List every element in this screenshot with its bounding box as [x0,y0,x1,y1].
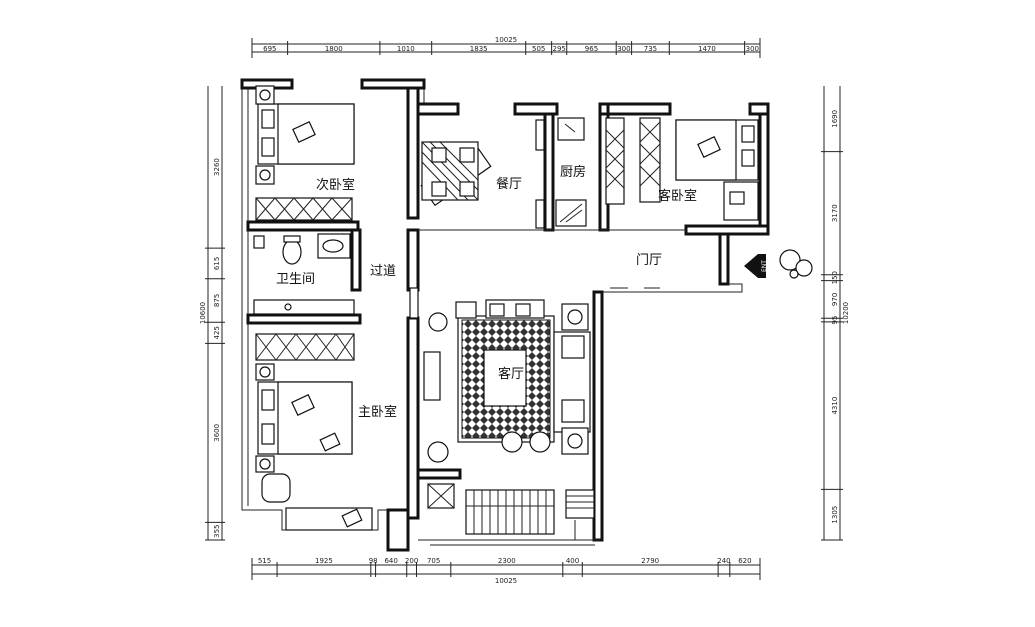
dim-top-segment-label: 295 [552,45,565,53]
label-corridor: 过道 [370,264,396,279]
dim-top-segment-label: 1010 [397,45,415,53]
room-labels: 次卧室 卫生间 过道 餐厅 厨房 客卧室 门厅 客厅 主卧室 [276,164,697,420]
dim-right-segment-label: 1690 [831,110,839,128]
dim-bottom-segment-label: 1925 [315,557,333,565]
dim-bottom-segment-label: 640 [384,557,397,565]
second-bedroom-furniture [255,85,355,221]
dim-top-segment-label: 1800 [325,45,343,53]
entry-label: ENT [761,260,768,272]
dim-bottom-segment-label: 620 [738,557,751,565]
label-second-bedroom: 次卧室 [316,177,355,193]
dim-right-segment-label: 95 [831,316,839,325]
dim-top-segment-label: 1470 [698,45,716,53]
top-dimension-chain: 10025 695 1800 1010 1835 505 295 965 300 735 1470… [251,36,761,58]
label-foyer: 门厅 [636,253,662,268]
left-dimension-chain: 10600 3260 615 875 425 3600 355 [199,86,225,541]
dim-bottom-total: 10025 [495,577,517,585]
bottom-dimension-chain: 10025 515 1925 98 640 200 705 2300 400 2790 240 62… [251,557,761,585]
dim-right-segment-label: 3170 [831,204,839,222]
dim-bottom-segment-label: 515 [258,557,271,565]
dim-top-segment-label: 300 [617,45,630,53]
master-bedroom-furniture [255,333,373,531]
walls [240,78,770,552]
right-dimension-chain: 10200 1690 3170 150 970 95 4310 1305 [821,86,850,541]
kitchen-fixtures [555,117,661,227]
wardrobe-second-bedroom [255,197,353,221]
dim-top-segment-label: 735 [644,45,657,53]
dim-left-segment-label: 875 [213,294,221,307]
label-guest-bedroom: 客卧室 [658,188,697,204]
dim-left-segment-label: 3600 [213,424,221,442]
dim-bottom-segment-label: 2300 [498,557,516,565]
dim-left-segment-label: 425 [213,326,221,339]
label-bathroom: 卫生间 [276,272,315,287]
dim-top-segment-label: 300 [746,45,759,53]
label-master-bedroom: 主卧室 [358,404,397,420]
wardrobe-master-bedroom [255,333,355,361]
dim-top-segment-label: 965 [585,45,598,53]
label-dining: 餐厅 [496,176,522,192]
dim-bottom-segment-label: 200 [405,557,418,565]
dim-right-segment-label: 150 [831,271,839,284]
bathroom-fixtures [253,233,355,315]
dim-left-segment-label: 615 [213,257,221,270]
dim-right-segment-label: 4310 [831,397,839,415]
dim-top-segment-label: 1835 [470,45,488,53]
dim-top-segment-label: 695 [263,45,276,53]
dim-top-total: 10025 [495,36,517,44]
dining-furniture [420,119,545,229]
label-living: 客厅 [498,366,524,382]
dim-left-segment-label: 3260 [213,158,221,176]
dim-left-segment-label: 355 [213,524,221,537]
guest-bedroom-furniture [675,119,759,221]
dim-bottom-segment-label: 240 [717,557,730,565]
dim-bottom-segment-label: 98 [369,557,378,565]
label-kitchen: 厨房 [560,164,586,180]
dim-bottom-segment-label: 400 [566,557,579,565]
dim-right-segment-label: 970 [831,293,839,306]
balcony-stairs [427,483,595,535]
dim-bottom-segment-label: 705 [427,557,440,565]
dim-top-segment-label: 505 [532,45,545,53]
living-room-furniture [409,287,591,463]
dim-bottom-segment-label: 2790 [641,557,659,565]
dim-right-segment-label: 1305 [831,506,839,524]
dim-left-total: 10600 [199,302,207,324]
dim-right-total: 10200 [842,302,850,324]
entry-marker: ENT [610,249,813,289]
